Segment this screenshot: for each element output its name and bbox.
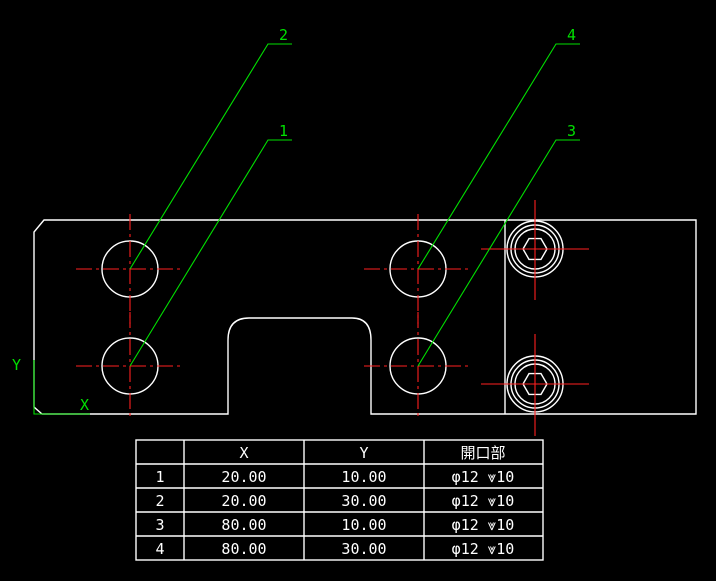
table-cell: 30.00 <box>341 492 386 510</box>
leader-label-4: 4 <box>567 26 576 44</box>
screw-head-bottom <box>481 334 589 436</box>
table-cell: 20.00 <box>221 468 266 486</box>
axis-label-x: X <box>80 396 89 414</box>
leader-line-4 <box>417 43 580 270</box>
table-cell: 2 <box>155 492 164 510</box>
leader-line-3 <box>417 139 580 367</box>
table-cell: 4 <box>155 540 164 558</box>
hole-table <box>135 439 544 561</box>
leader-label-1: 1 <box>279 122 288 140</box>
table-header-y: Y <box>359 444 368 462</box>
table-cell: 80.00 <box>221 540 266 558</box>
table-cell: 1 <box>155 468 164 486</box>
leader-label-3: 3 <box>567 122 576 140</box>
leader-line-1 <box>129 139 292 367</box>
table-header-opening: 開口部 <box>460 444 505 462</box>
table-cell: 10.00 <box>341 516 386 534</box>
table-cell: 80.00 <box>221 516 266 534</box>
table-cell: 20.00 <box>221 492 266 510</box>
table-cell: φ12 ⩔10 <box>452 516 515 534</box>
table-cell: 10.00 <box>341 468 386 486</box>
hole-table-text: X Y 開口部 1 20.00 10.00 φ12 ⩔10 2 20.00 30… <box>155 444 514 558</box>
screw-head-top <box>481 200 589 300</box>
table-cell: φ12 ⩔10 <box>452 540 515 558</box>
table-cell: 30.00 <box>341 540 386 558</box>
table-cell: φ12 ⩔10 <box>452 468 515 486</box>
leader-label-2: 2 <box>279 26 288 44</box>
table-cell: φ12 ⩔10 <box>452 492 515 510</box>
hole-centerlines <box>76 214 472 420</box>
origin-axis <box>33 360 90 415</box>
plate-outline <box>33 219 697 415</box>
table-cell: 3 <box>155 516 164 534</box>
table-header-x: X <box>239 444 248 462</box>
leader-line-2 <box>129 43 292 270</box>
axis-label-y: Y <box>12 356 21 374</box>
